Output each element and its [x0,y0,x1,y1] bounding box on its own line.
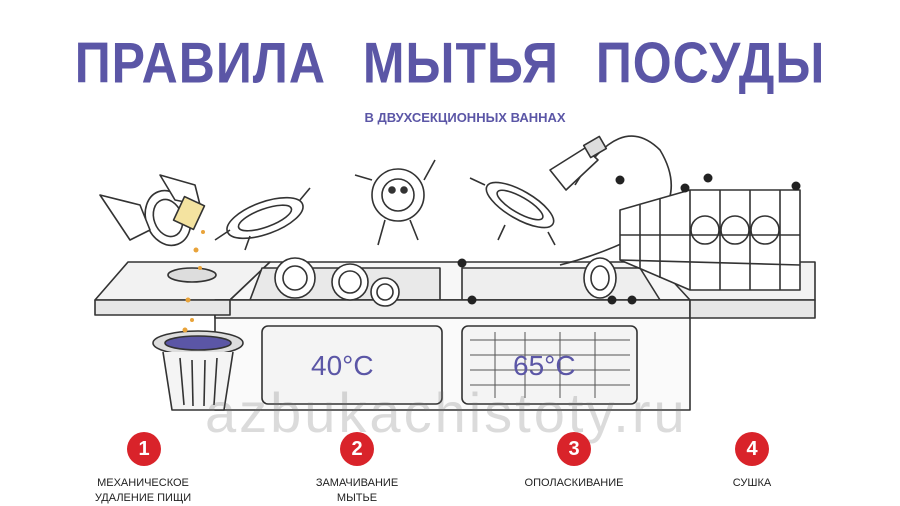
rinse-basin [461,267,661,301]
step-1-badge: 1 [127,432,161,466]
step-1-label: МЕХАНИЧЕСКОЕ УДАЛЕНИЕ ПИЩИ [94,477,192,504]
step-4-label: СУШКА [732,477,772,489]
trash-bin-icon [152,330,244,411]
poster-subtitle: В ДВУХСЕКЦИОННЫХ ВАННАХ [364,110,566,125]
drying-rack-icon [619,189,801,291]
plate-in-rinse-icon [583,257,617,299]
plate-character-icon [214,187,311,251]
food-crumbs-icon [182,230,205,333]
step-2-badge: 2 [340,432,374,466]
step-2-label: ЗАМАЧИВАНИЕ МЫТЬЕ [315,477,399,504]
plate-character-icon [354,159,436,246]
drain-hole [167,267,217,283]
step-3-label: ОПОЛАСКИВАНИЕ [524,477,624,489]
hand-scraping-plate-icon [99,174,206,247]
rack-knobs [457,173,801,305]
step-4-badge: 4 [735,432,769,466]
shower-hose-icon [549,135,673,266]
wash-temperature: 40°C [311,350,374,381]
step-3-badge: 3 [557,432,591,466]
rinse-temperature: 65°C [513,350,576,381]
plates-in-basin-icon [274,257,400,307]
watermark: azbukachistoty.ru [205,381,688,444]
plate-character-icon [469,177,556,246]
poster-title: ПРАВИЛА МЫТЬЯ ПОСУДЫ [74,30,826,96]
wash-compartment [261,325,443,405]
